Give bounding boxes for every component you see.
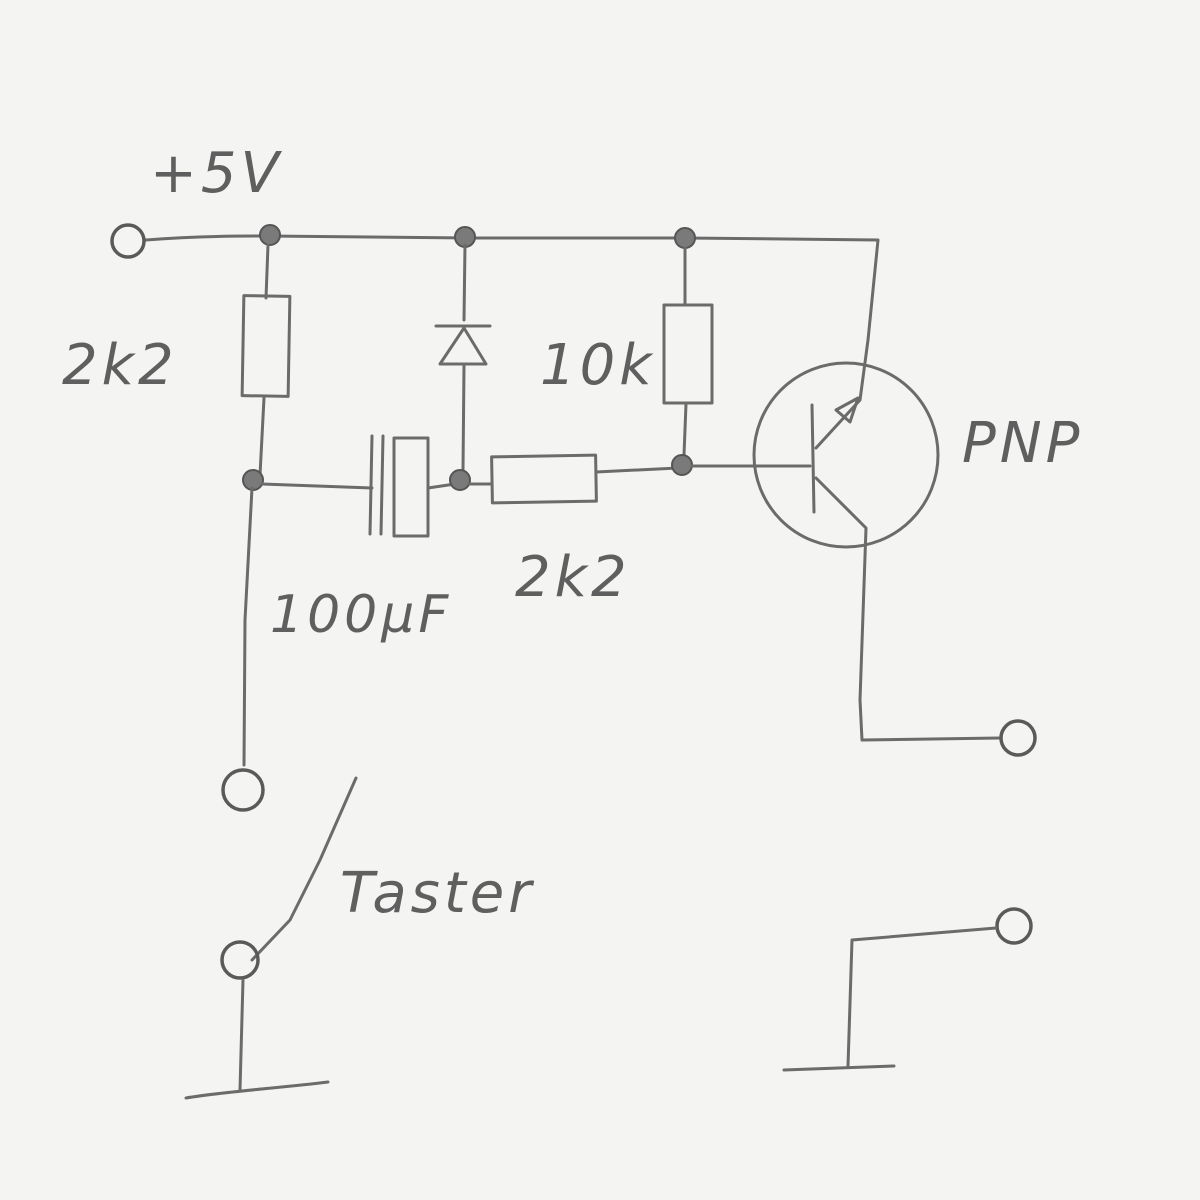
diode — [434, 243, 492, 491]
label-resistor-10k: 10k — [540, 333, 656, 398]
label-capacitor: 100µF — [270, 585, 452, 645]
resistor-2k2-series — [468, 453, 680, 505]
transistor-pnp — [690, 338, 1037, 757]
label-resistor-series: 2k2 — [515, 545, 631, 610]
label-supply: +5V — [150, 141, 283, 206]
node-mid — [449, 469, 471, 491]
label-transistor: PNP — [962, 411, 1083, 476]
capacitor-100uF — [260, 434, 457, 538]
resistor-10k — [662, 246, 714, 476]
supply-terminal — [110, 223, 146, 259]
switch-taster — [184, 776, 358, 1100]
node-rail-3 — [674, 227, 696, 249]
left-bus — [221, 469, 265, 812]
resistor-2k2-left — [240, 243, 292, 477]
output-terminal-top — [999, 719, 1037, 757]
node-rail-1 — [259, 224, 281, 246]
switch-terminal-top — [221, 768, 265, 812]
node-base — [671, 454, 693, 476]
supply-rail — [110, 223, 880, 342]
ground-right — [782, 907, 1033, 1072]
label-switch: Taster — [340, 861, 535, 926]
output-terminal-bottom — [995, 907, 1033, 945]
switch-terminal-bottom — [220, 940, 260, 980]
label-resistor-left: 2k2 — [62, 333, 178, 398]
